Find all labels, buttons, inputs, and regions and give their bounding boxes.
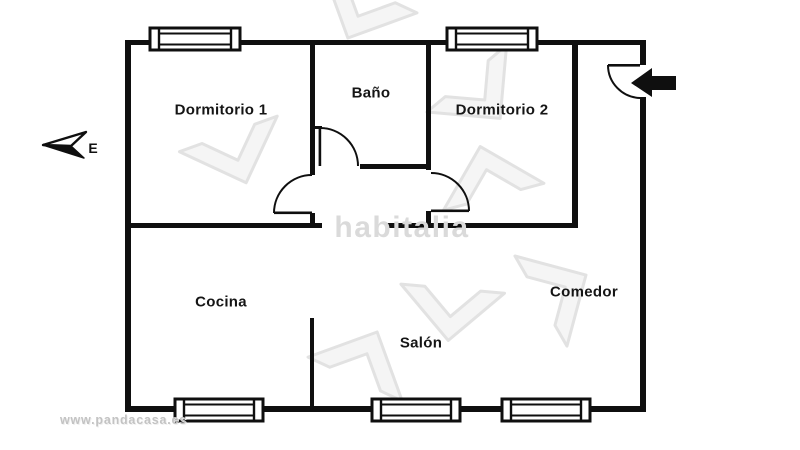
window-bottom-2 [370, 397, 462, 423]
room-label-cocina: Cocina [195, 293, 247, 311]
wall-right-lower [640, 97, 646, 412]
compass-east-label: E [88, 140, 98, 156]
wall-mid-horizontal-right [386, 223, 578, 228]
compass-arrow-icon [41, 130, 88, 159]
door-arc-entrance [607, 64, 641, 99]
wall-cocina-salon-partition [310, 318, 314, 412]
window-top-1 [148, 26, 242, 52]
watermark-logo-shapes [177, 0, 588, 403]
window-bottom-3 [500, 397, 592, 423]
door-leaf-dorm2 [431, 209, 469, 213]
room-label-comedor: Comedor [550, 283, 618, 301]
door-leaf-entrance [608, 64, 640, 67]
room-label-dormitorio-2: Dormitorio 2 [455, 101, 549, 119]
door-leaf-bano [318, 128, 322, 166]
wall-dorm2-west-stub [426, 211, 431, 228]
watermark-brand-text: habitalia [334, 211, 470, 244]
window-bottom-1 [173, 397, 265, 423]
door-arc-dorm1 [273, 174, 313, 214]
entrance-arrow-icon [631, 68, 676, 97]
door-arc-bano [319, 127, 359, 167]
windows [148, 26, 592, 423]
room-label-dormitorio-1: Dormitorio 1 [174, 101, 268, 119]
wall-mid-horizontal-left [125, 223, 322, 228]
wall-top [125, 40, 646, 45]
door-arcs [273, 64, 641, 214]
wall-dorm2-west [426, 40, 431, 170]
wall-dorm2-east [572, 40, 578, 228]
window-top-2 [445, 26, 539, 52]
room-label-bano: Baño [351, 84, 391, 102]
wall-bano-south [360, 164, 430, 169]
door-arc-dorm2 [430, 172, 470, 212]
wall-right-upper [640, 40, 646, 65]
wall-dorm1-east-stub [310, 213, 315, 228]
wall-bano-door-jamb [315, 126, 322, 129]
wall-dorm1-east [310, 40, 315, 175]
room-label-salon: Salón [399, 334, 443, 352]
watermark-url-text: www.pandacasa.es [60, 413, 187, 427]
door-leaf-dorm1 [274, 211, 312, 215]
